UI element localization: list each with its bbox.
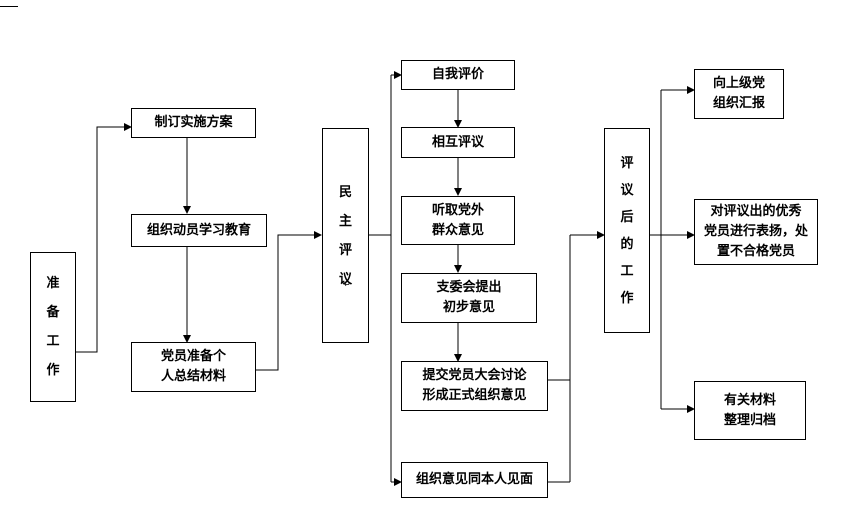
- box-make-plan: 制订实施方案: [131, 108, 256, 138]
- box-meet-in-person: 组织意见同本人见面: [401, 462, 548, 498]
- box-mobilize-study: 组织动员学习教育: [131, 214, 267, 247]
- box-submit-meeting: 提交党员大会讨论 形成正式组织意见: [401, 361, 548, 411]
- box-commend-handle: 对评议出的优秀 党员进行表扬，处 置不合格党员: [694, 199, 818, 265]
- box-branch-opinion: 支委会提出 初步意见: [401, 273, 537, 323]
- box-self-evaluation: 自我评价: [401, 60, 515, 90]
- box-democratic-review: 民 主 评 议: [322, 128, 369, 343]
- box-archive-materials: 有关材料 整理归档: [694, 381, 806, 440]
- connector-summary-democratic: [256, 231, 322, 371]
- return-mark: ↵: [344, 280, 351, 289]
- connector-prep-plan: [75, 123, 132, 353]
- box-mutual-evaluation: 相互评议: [401, 127, 515, 158]
- corner-rule: [0, 0, 18, 7]
- box-listen-opinions: 听取党外 群众意见: [401, 196, 515, 245]
- box-after-review-work: 评 议 后 的 工 作: [604, 128, 650, 333]
- box-personal-summary: 党员准备个 人总结材料: [131, 342, 256, 392]
- box-report-upward: 向上级党 组织汇报: [694, 69, 784, 119]
- box-prep-work: 准 备 工 作: [30, 252, 76, 402]
